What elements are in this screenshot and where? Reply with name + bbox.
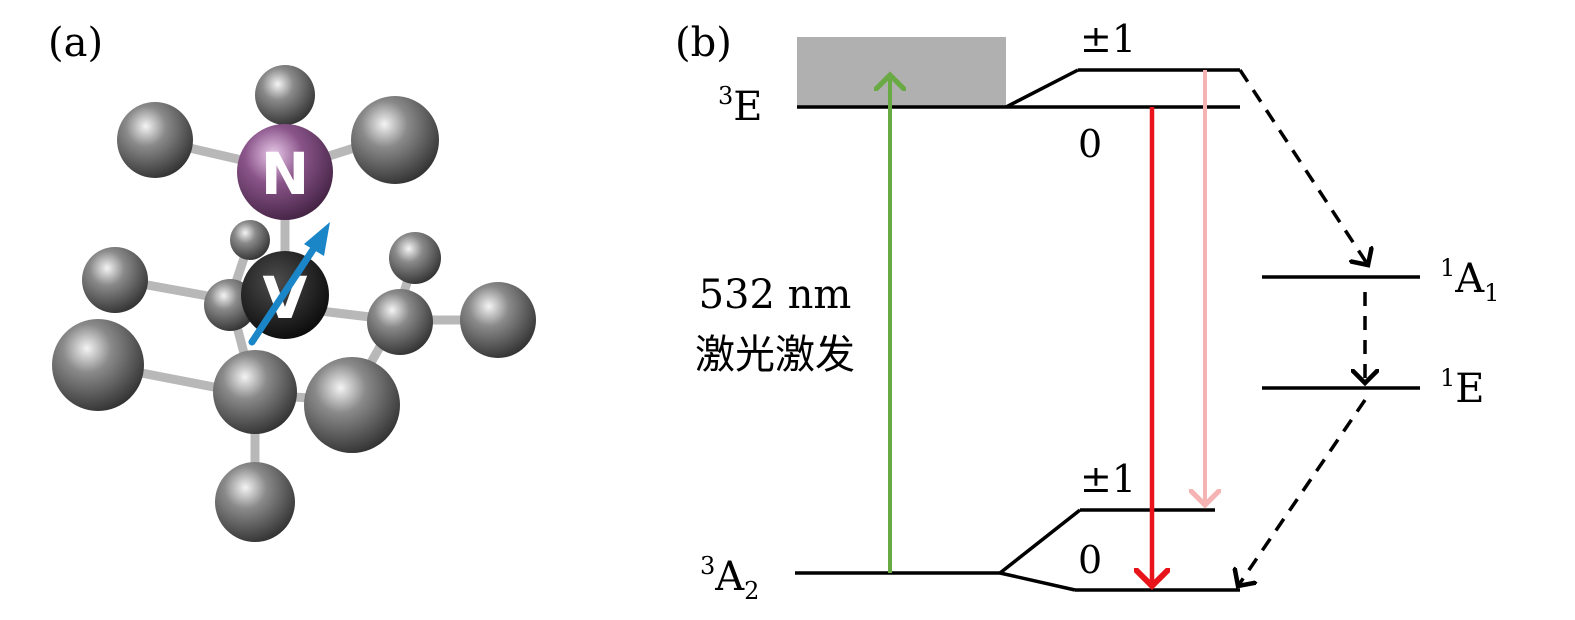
carbon-atom xyxy=(82,247,148,313)
singlet-levels xyxy=(1262,275,1420,390)
carbon-atom xyxy=(304,357,400,453)
carbon-atom xyxy=(215,462,295,542)
carbon-atom xyxy=(367,289,433,355)
label-3a2: 3A2 xyxy=(700,552,759,605)
carbon-atom xyxy=(255,65,315,125)
label-0-excited: 0 xyxy=(1078,122,1102,166)
nitrogen-sphere xyxy=(237,124,333,220)
nitrogen-site: N xyxy=(237,124,333,220)
excited-triplet-levels xyxy=(797,68,1240,109)
ground-triplet-levels xyxy=(795,508,1240,592)
carbon-atoms xyxy=(52,65,536,542)
label-1e: 1E xyxy=(1440,364,1484,412)
carbon-atom xyxy=(460,282,536,358)
carbon-atom xyxy=(389,232,441,284)
carbon-atom xyxy=(213,350,297,434)
panel-b-label: (b) xyxy=(675,20,732,66)
carbon-atom xyxy=(351,96,439,184)
label-pm1-ground: ±1 xyxy=(1080,457,1136,501)
label-3e: 3E xyxy=(718,82,762,130)
spin-arrow-icon xyxy=(248,222,330,346)
zfs-connector-top xyxy=(1005,68,1079,109)
panel-b: (b) xyxy=(675,17,1499,605)
isc-arrow-upper xyxy=(1238,69,1368,265)
carbon-atom xyxy=(117,102,193,178)
label-1a1: 1A1 xyxy=(1440,254,1499,307)
panel-a-label: (a) xyxy=(48,20,103,66)
label-pm1-excited: ±1 xyxy=(1080,17,1136,61)
label-0-ground: 0 xyxy=(1078,538,1102,582)
intersystem-crossing-arrows xyxy=(1238,69,1368,586)
excitation-caption: 激光激发 xyxy=(695,332,855,378)
nitrogen-label: N xyxy=(261,140,310,208)
zfs-connector-bottom-0 xyxy=(999,571,1076,592)
zfs-connector-bottom xyxy=(998,508,1082,575)
carbon-atom xyxy=(230,220,270,260)
carbon-atom xyxy=(52,319,144,411)
panel-a: (a) xyxy=(48,20,536,542)
excitation-wavelength: 532 nm xyxy=(699,272,852,318)
isc-arrow-lower xyxy=(1238,399,1367,586)
phonon-sideband-band xyxy=(797,37,1006,107)
